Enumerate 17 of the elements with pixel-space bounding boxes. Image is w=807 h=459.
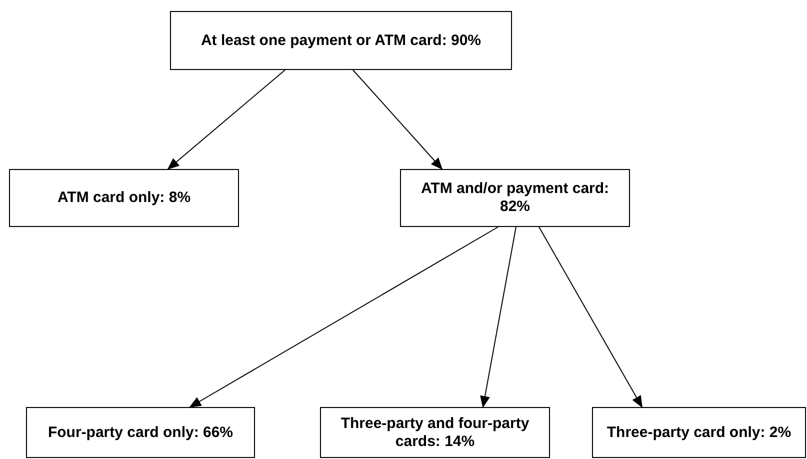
box-label: ATM card only: 8% xyxy=(56,189,192,207)
arrow xyxy=(480,226,516,408)
process-box xyxy=(592,407,806,458)
box-label: At least one payment or ATM card: 90% xyxy=(200,32,482,50)
box-label: Three-party card only: 2% xyxy=(606,424,792,442)
arrow xyxy=(538,226,642,408)
process-box xyxy=(400,169,630,227)
arrow xyxy=(352,70,443,170)
arrow xyxy=(189,226,498,408)
process-box xyxy=(26,407,255,458)
box-label: ATM and/or payment card: 82% xyxy=(420,180,610,216)
arrow xyxy=(167,70,286,170)
process-box xyxy=(170,11,512,70)
process-box xyxy=(320,407,550,458)
box-label: Four-party card only: 66% xyxy=(46,424,234,442)
box-label: Three-party and four-party cards: 14% xyxy=(340,414,530,450)
process-box xyxy=(9,169,239,227)
